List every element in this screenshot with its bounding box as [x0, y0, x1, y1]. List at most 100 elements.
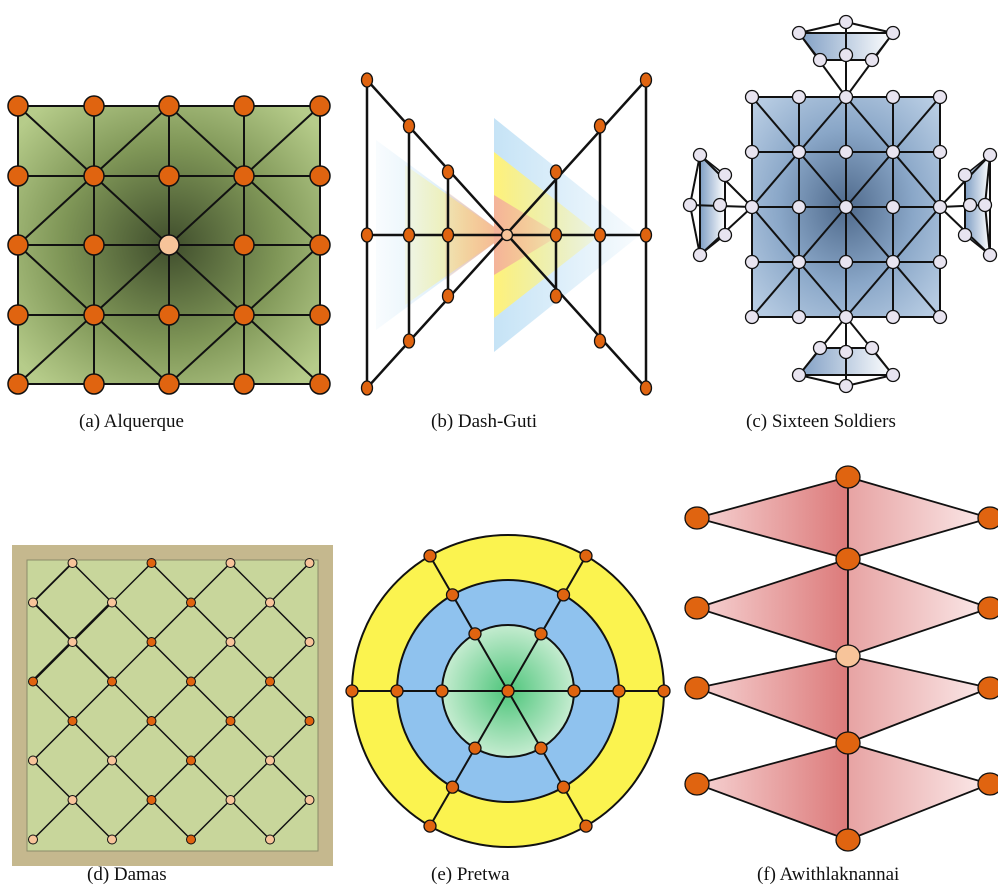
pretwa-center-node — [501, 684, 515, 698]
awithlaknannai-board — [684, 465, 998, 852]
alquerque-node — [233, 304, 255, 326]
damas-edge — [111, 641, 153, 683]
caption-awithlaknannai: (f) Awithlaknannai — [757, 864, 900, 885]
sixteen-soldiers-node — [885, 25, 901, 41]
damas-edge — [71, 601, 113, 643]
dash-guti-node — [360, 227, 374, 243]
damas-node — [304, 795, 315, 805]
damas-node — [304, 558, 315, 568]
alquerque-node — [158, 165, 180, 187]
alquerque-node — [83, 234, 105, 256]
panel-damas: (d) Damas — [0, 440, 340, 888]
dash-guti-node — [441, 164, 455, 180]
awithlaknannai-node — [684, 596, 710, 620]
pretwa-node — [556, 780, 571, 794]
damas-node — [146, 795, 157, 805]
dash-guti-node — [549, 288, 563, 304]
sixteen-soldiers-node — [932, 199, 948, 215]
pretwa-node — [534, 741, 548, 755]
sixteen-soldiers-node — [932, 89, 948, 105]
damas-node — [67, 558, 78, 568]
pretwa-node — [445, 588, 460, 602]
awithlaknannai-node — [977, 676, 998, 700]
damas-node — [265, 676, 275, 687]
damas-edge — [111, 799, 153, 841]
damas-edge — [32, 759, 74, 801]
pretwa-node — [423, 819, 437, 833]
damas-edge — [269, 680, 311, 722]
damas-node — [265, 834, 275, 845]
damas-node — [107, 597, 117, 608]
panel-awithlaknannai: (f) Awithlaknannai — [0, 440, 998, 888]
dash-guti-node — [549, 164, 563, 180]
damas-node — [107, 676, 117, 687]
awithlaknannai-triangle — [847, 557, 993, 658]
panel-sixteen-soldiers: (c) Sixteen Soldiers — [0, 0, 998, 440]
sixteen-soldiers-node — [982, 247, 998, 263]
damas-edge — [269, 720, 311, 762]
sixteen-soldiers-node — [838, 378, 854, 394]
pretwa-node — [579, 549, 593, 563]
alquerque-node — [83, 373, 105, 395]
awithlaknannai-node — [977, 596, 998, 620]
damas-node — [146, 558, 157, 568]
alquerque-node — [309, 234, 331, 256]
damas-edge — [229, 562, 271, 604]
awithlaknannai-triangle — [693, 654, 849, 745]
pretwa-node — [612, 684, 626, 698]
damas-edge — [190, 799, 232, 841]
damas-edge — [32, 601, 74, 643]
damas-edge — [190, 680, 232, 722]
damas-edge — [269, 641, 311, 683]
damas-node — [28, 755, 38, 766]
panel-pretwa: (e) Pretwa — [0, 440, 700, 888]
sixteen-soldiers-node — [744, 144, 760, 160]
sixteen-soldiers-node — [932, 254, 948, 270]
caption-alquerque: (a) Alquerque — [79, 411, 184, 432]
damas-edge — [111, 720, 153, 762]
damas-edge — [190, 641, 232, 683]
alquerque-node — [83, 95, 105, 117]
damas-edge — [32, 720, 74, 762]
alquerque-node — [309, 165, 331, 187]
dash-guti-node — [360, 72, 374, 88]
alquerque-board — [7, 95, 331, 395]
damas-edge — [71, 759, 113, 801]
sixteen-soldiers-node — [885, 367, 901, 383]
awithlaknannai-triangle — [694, 741, 849, 842]
awithlaknannai-triangle — [847, 654, 994, 745]
damas-edge — [150, 720, 192, 762]
damas-edge — [111, 680, 153, 722]
pretwa-node — [556, 588, 571, 602]
sixteen-soldiers-node — [791, 367, 807, 383]
damas-edge — [71, 799, 113, 841]
alquerque-node — [158, 234, 180, 256]
awithlaknannai-node — [835, 547, 861, 571]
dash-guti-center-node — [500, 228, 514, 242]
panel-dash-guti: (b) Dash-Guti — [0, 0, 700, 440]
sixteen-soldiers-board — [682, 14, 998, 394]
damas-node — [107, 834, 117, 845]
sixteen-soldiers-node — [977, 197, 993, 213]
alquerque-node — [7, 165, 29, 187]
sixteen-soldiers-node — [885, 199, 901, 215]
awithlaknannai-triangle — [847, 741, 993, 842]
dash-guti-node — [402, 227, 416, 243]
damas-node — [186, 834, 196, 845]
damas-edge — [32, 562, 74, 604]
awithlaknannai-triangle — [694, 557, 849, 658]
sixteen-soldiers-node — [864, 52, 880, 68]
dash-guti-node — [593, 118, 607, 134]
damas-edge — [229, 641, 271, 683]
dash-guti-node — [549, 227, 563, 243]
alquerque-node — [309, 373, 331, 395]
alquerque-node — [7, 234, 29, 256]
dash-guti-node — [639, 227, 653, 243]
sixteen-soldiers-node — [791, 144, 807, 160]
dash-guti-node — [639, 72, 653, 88]
damas-node — [225, 637, 236, 647]
sixteen-soldiers-node — [864, 340, 880, 356]
dash-guti-node — [402, 333, 416, 349]
damas-edge — [190, 759, 232, 801]
sixteen-soldiers-node — [885, 89, 901, 105]
